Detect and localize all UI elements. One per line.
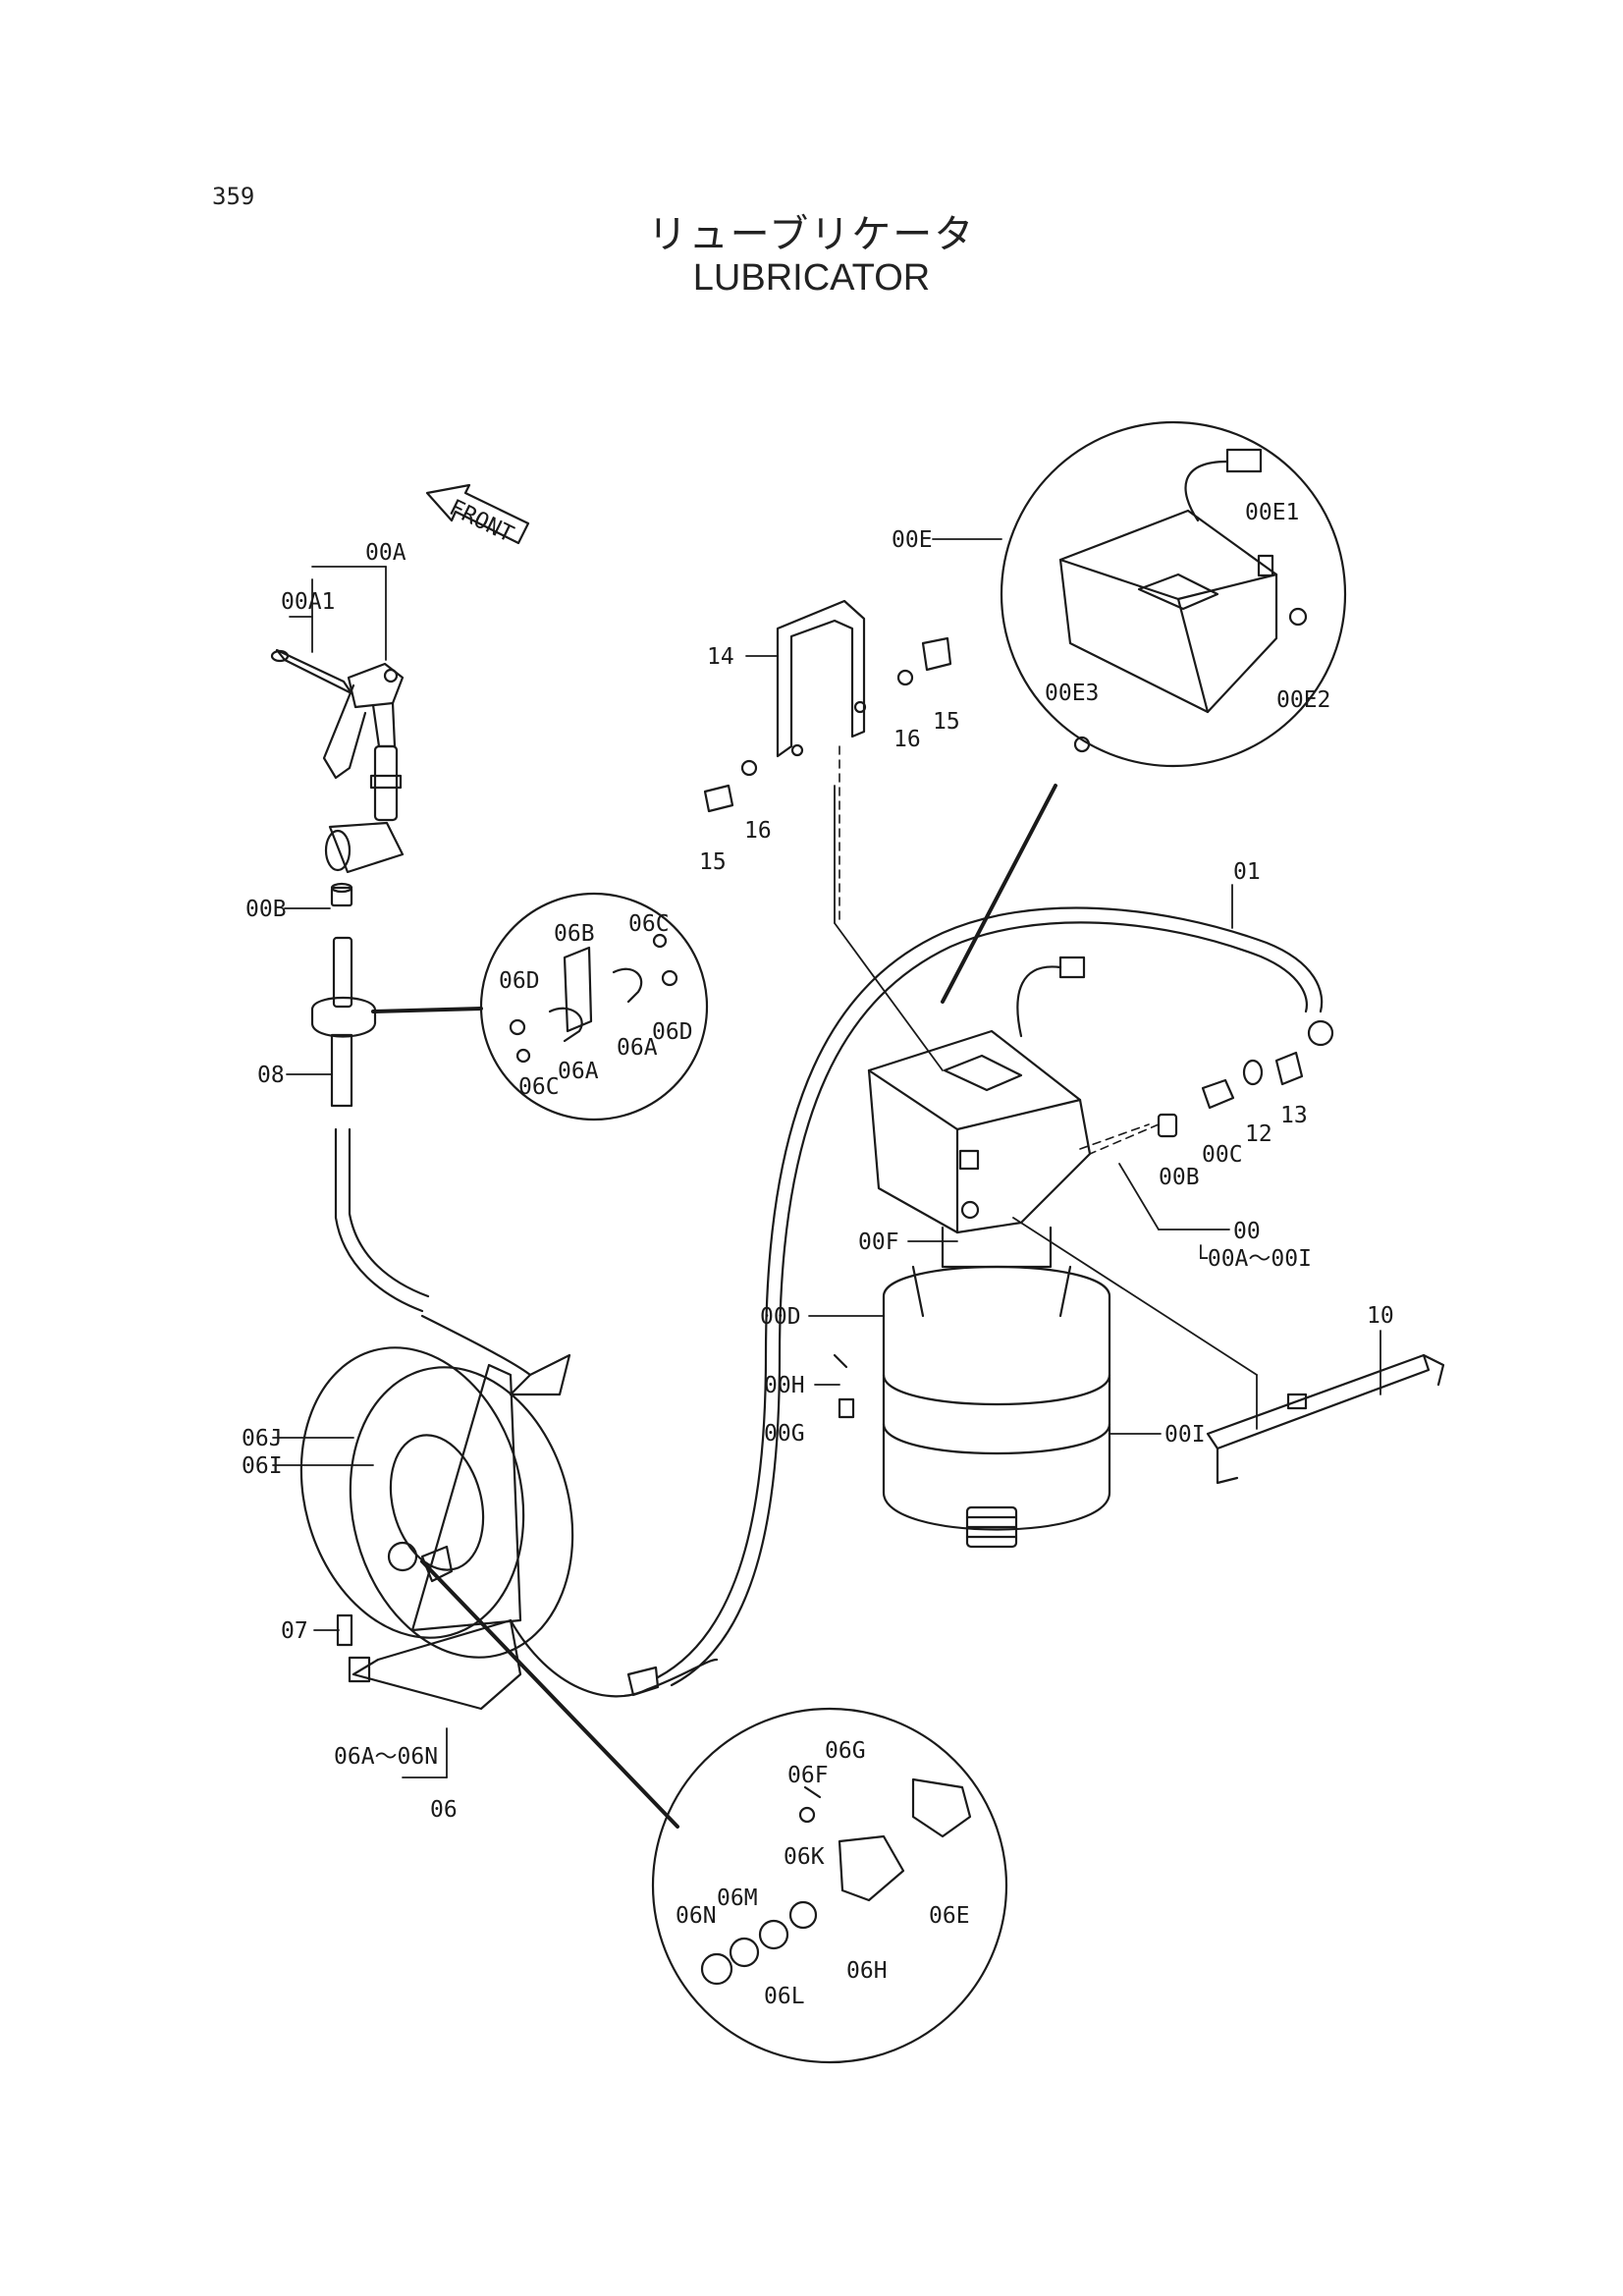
front-arrow-label: FRONT bbox=[445, 495, 517, 548]
label-01: 01 bbox=[1233, 859, 1261, 885]
leader-lines bbox=[272, 538, 1381, 1778]
label-06F: 06F bbox=[787, 1763, 829, 1788]
label-08: 08 bbox=[257, 1063, 285, 1088]
label-00H: 00H bbox=[764, 1373, 805, 1398]
label-00I: 00I bbox=[1164, 1422, 1206, 1448]
label-06L: 06L bbox=[764, 1984, 805, 2009]
label-12: 12 bbox=[1245, 1121, 1272, 1147]
label-15-a: 15 bbox=[933, 709, 960, 735]
label-00F: 00F bbox=[858, 1230, 899, 1255]
front-arrow: FRONT bbox=[425, 483, 530, 548]
fittings-group bbox=[1157, 1019, 1334, 1138]
label-06A-mid: 06A bbox=[558, 1059, 599, 1084]
adapter-00B bbox=[330, 882, 353, 907]
label-06A-right: 06A bbox=[617, 1035, 658, 1061]
label-16-a: 16 bbox=[893, 727, 921, 752]
label-00-range: └00A～00I bbox=[1194, 1244, 1312, 1272]
bracket-14 bbox=[703, 599, 952, 813]
hose-holder-08 bbox=[310, 936, 483, 1313]
label-00: 00 bbox=[1233, 1219, 1261, 1244]
label-00E: 00E bbox=[892, 527, 933, 553]
label-06E: 06E bbox=[929, 1903, 970, 1929]
label-06B: 06B bbox=[554, 921, 595, 947]
label-07: 07 bbox=[281, 1618, 308, 1644]
label-00G: 00G bbox=[764, 1421, 805, 1447]
detail-circle-control-box bbox=[1000, 420, 1347, 768]
label-14: 14 bbox=[707, 644, 734, 670]
label-06M: 06M bbox=[717, 1886, 758, 1911]
label-06D-right: 06D bbox=[652, 1019, 693, 1045]
label-06-range: 06A～06N bbox=[334, 1744, 438, 1770]
label-06C-bottom: 06C bbox=[518, 1074, 560, 1100]
callout-labels: 00A 00A1 00B 08 14 15 16 15 16 00E 00E1 … bbox=[242, 500, 1394, 2009]
label-06C-top: 06C bbox=[628, 911, 670, 937]
label-13: 13 bbox=[1280, 1103, 1308, 1128]
page-number: 359 bbox=[212, 183, 255, 210]
label-06I: 06I bbox=[242, 1453, 283, 1479]
label-06N: 06N bbox=[676, 1903, 717, 1929]
lubricator-unit-00 bbox=[833, 956, 1111, 1549]
title-english: LUBRICATOR bbox=[692, 257, 931, 299]
grease-gun bbox=[270, 648, 405, 874]
hose-reel-06 bbox=[299, 906, 1324, 1711]
label-06H: 06H bbox=[846, 1958, 888, 1984]
label-06J: 06J bbox=[242, 1426, 283, 1451]
title-japanese: リューブリケータ bbox=[647, 212, 976, 257]
label-00C: 00C bbox=[1202, 1142, 1243, 1168]
detail-circle-clamp bbox=[479, 892, 709, 1121]
label-00A: 00A bbox=[365, 540, 406, 566]
detail-connector-lines bbox=[371, 784, 1057, 1829]
label-16-b: 16 bbox=[744, 818, 772, 844]
label-06G: 06G bbox=[825, 1738, 866, 1764]
label-00B-right: 00B bbox=[1159, 1165, 1200, 1190]
label-00E3: 00E3 bbox=[1045, 681, 1099, 706]
detail-circle-swivel bbox=[651, 1707, 1008, 2064]
label-00D: 00D bbox=[760, 1304, 801, 1330]
label-00E2: 00E2 bbox=[1276, 687, 1330, 713]
label-06K: 06K bbox=[784, 1844, 825, 1870]
label-06D-left: 06D bbox=[499, 968, 540, 994]
label-00A1: 00A1 bbox=[281, 589, 335, 615]
label-10: 10 bbox=[1367, 1303, 1394, 1329]
rail-10 bbox=[1206, 1353, 1445, 1485]
label-00B-left: 00B bbox=[245, 897, 287, 922]
label-15-b: 15 bbox=[699, 849, 727, 875]
dashed-leaders bbox=[839, 745, 1160, 1155]
label-06: 06 bbox=[430, 1797, 458, 1823]
label-00E1: 00E1 bbox=[1245, 500, 1299, 525]
